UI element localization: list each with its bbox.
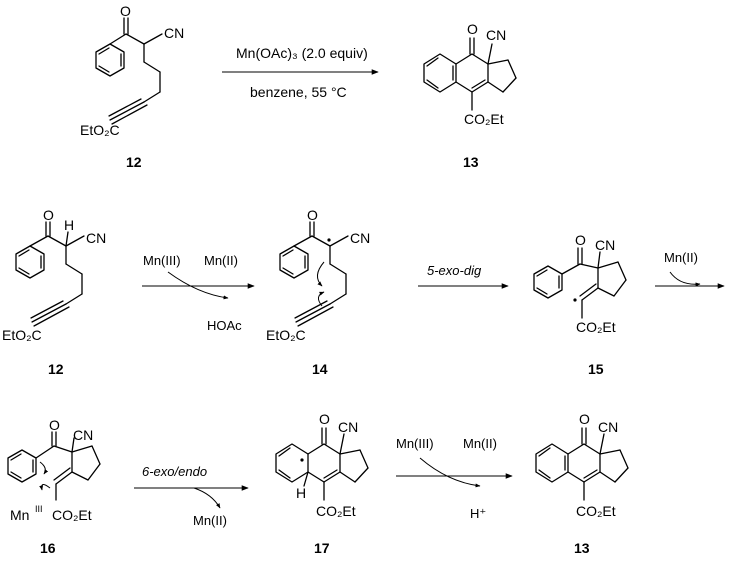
byproduct-proton: H⁺	[470, 506, 486, 521]
group-CN: CN	[73, 427, 93, 443]
ester-CO2Et: CO₂Et	[576, 503, 616, 519]
metal-mn: Mn	[10, 507, 29, 523]
curved-arrow-mn-out	[193, 487, 221, 509]
compound-15: O CN CO₂Et	[533, 232, 627, 335]
curved-arrow-mn-iii	[419, 457, 481, 488]
group-CN: CN	[164, 25, 184, 41]
ester-CO2Et: CO₂Et	[316, 503, 356, 519]
compound-16: O CN Mn III CO₂Et	[7, 417, 101, 523]
reagent-mn-iii: Mn(III)	[396, 436, 434, 451]
ester-CO2Et: CO₂Et	[464, 111, 504, 127]
group-CN: CN	[338, 419, 358, 435]
atom-O: O	[43, 207, 54, 223]
product-mn-ii: Mn(II)	[204, 253, 238, 268]
label-15: 15	[588, 361, 604, 377]
step-5-exo-dig: 5-exo-dig	[427, 263, 482, 278]
atom-O: O	[467, 21, 478, 37]
atom-O: O	[319, 411, 330, 427]
atom-O: O	[307, 207, 318, 223]
ester-CO2Et: CO₂Et	[576, 319, 616, 335]
label-12-mid: 12	[48, 361, 64, 377]
half-arrow-4	[39, 484, 51, 491]
label-17: 17	[314, 540, 330, 556]
ester-CO2Et: CO₂Et	[52, 507, 92, 523]
step-6-exo-endo: 6-exo/endo	[142, 464, 207, 479]
product-mn-ii: Mn(II)	[463, 436, 497, 451]
byproduct-hoac: HOAc	[207, 318, 242, 333]
compound-13-bottom: O CN CO₂Et	[535, 411, 629, 519]
half-arrow-2	[318, 291, 325, 307]
group-CN: CN	[350, 230, 370, 246]
half-arrow-1	[317, 261, 325, 287]
atom-H: H	[64, 217, 74, 233]
reagent-mn-oac3: Mn(OAc)₃ (2.0 equiv)	[236, 45, 368, 61]
reagent-mn-iii: Mn(III)	[143, 253, 181, 268]
group-CN: CN	[86, 230, 106, 246]
atom-O: O	[49, 417, 60, 433]
label-14: 14	[312, 361, 328, 377]
compound-17: O CN H CO₂Et	[275, 411, 369, 519]
label-13-top: 13	[463, 154, 479, 170]
half-arrow-3	[39, 461, 49, 475]
ester-EtO2C: EtO₂C	[266, 327, 306, 343]
group-CN: CN	[598, 419, 618, 435]
atom-H: H	[296, 485, 306, 501]
atom-O: O	[579, 411, 590, 427]
radical-dot	[300, 458, 304, 462]
compound-14: O CN EtO₂C	[266, 207, 370, 343]
oxidation-state-iii: III	[35, 504, 43, 514]
compound-13-top: O CN CO₂Et	[423, 21, 517, 127]
label-13-bottom: 13	[574, 540, 590, 556]
compound-12-mid: O H CN EtO₂C	[2, 207, 106, 343]
atom-O: O	[120, 3, 131, 19]
group-CN: CN	[486, 27, 506, 43]
radical-dot	[327, 238, 331, 242]
product-mn-ii: Mn(II)	[193, 513, 227, 528]
label-12-top: 12	[126, 154, 142, 170]
label-16: 16	[40, 540, 56, 556]
curved-arrow-mn	[167, 271, 229, 300]
group-CN: CN	[595, 237, 615, 253]
solvent-benzene: benzene, 55 °C	[250, 84, 347, 100]
curved-arrow-mn-ii	[669, 271, 701, 287]
reagent-mn-ii: Mn(II)	[664, 250, 698, 265]
ester-EtO2C: EtO₂C	[2, 327, 42, 343]
atom-O: O	[575, 232, 586, 248]
ester-EtO2C: EtO₂C	[80, 122, 120, 138]
radical-dot	[573, 298, 577, 302]
compound-12-top: O CN EtO₂C	[80, 3, 184, 138]
